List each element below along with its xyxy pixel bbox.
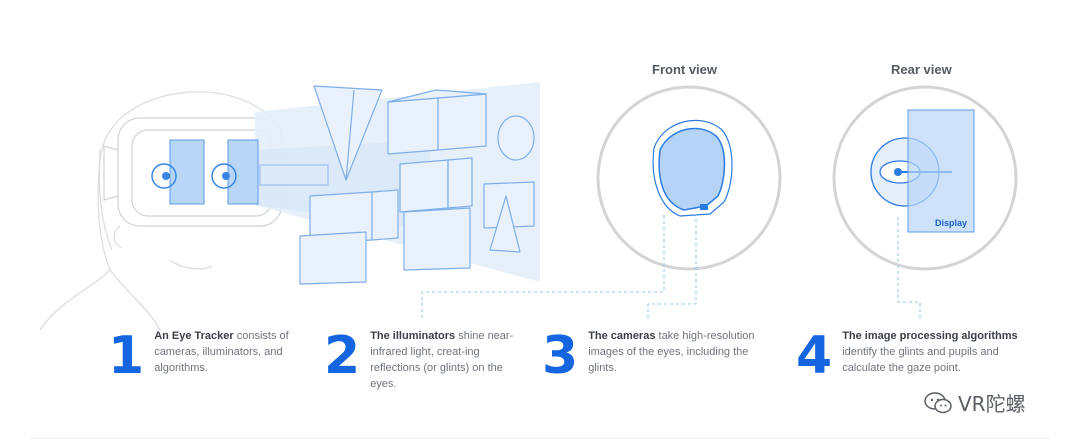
box-lower-left-front (299, 231, 367, 285)
head-outline (39, 91, 283, 331)
step-heading: The image processing algorithms (842, 330, 1018, 342)
rear-view-title: Rear view (891, 62, 952, 77)
step-number: 3 (542, 326, 579, 386)
box-right-front (483, 181, 535, 229)
pyramid (489, 195, 521, 253)
front-view-circle (596, 85, 782, 271)
watermark: VR陀螺 (924, 388, 1026, 417)
wide-box-top (387, 89, 487, 103)
step-body: consists of cameras, illuminators, and a… (154, 330, 289, 374)
step-number: 2 (324, 326, 361, 386)
wechat-icon (924, 391, 952, 413)
leader-lines (421, 212, 921, 318)
wide-box-front (387, 97, 439, 155)
left-eye-panel (151, 139, 205, 205)
box-lower-center (403, 207, 471, 271)
connector-bar (259, 164, 329, 186)
box-center-front (399, 159, 449, 213)
display-label: Display (935, 218, 968, 228)
watermark-text: VR陀螺 (958, 392, 1026, 416)
cone-inverted (313, 85, 383, 181)
step-4: 4 The image processing algorithms identi… (796, 328, 1036, 382)
cylinder (497, 115, 535, 161)
step-number: 4 (796, 326, 833, 386)
right-eye-panel (211, 139, 259, 205)
step-description: An Eye Tracker consists of cameras, illu… (154, 328, 298, 376)
front-view-title: Front view (652, 62, 718, 77)
step-heading: The illuminators (370, 330, 456, 342)
step-number: 1 (108, 326, 145, 386)
step-heading: The cameras (588, 330, 656, 342)
display-panel (907, 109, 975, 233)
step-2: 2 The illuminators shine near-infrared l… (324, 328, 514, 392)
box-center-side (447, 157, 473, 209)
step-description: The cameras take high-resolution images … (588, 328, 762, 376)
step-description: The illuminators shine near-infrared lig… (370, 328, 514, 392)
rear-view-circle (832, 85, 1018, 271)
step-heading: An Eye Tracker (154, 330, 234, 342)
step-description: The image processing algorithms identify… (842, 328, 1036, 376)
step-body: take high-resolution images of the eyes,… (588, 330, 755, 374)
step-body: shine near-infrared light, creat-ing ref… (370, 330, 514, 390)
geometric-shapes (299, 85, 535, 285)
box-mid-side (371, 189, 399, 241)
wide-box-side (437, 93, 487, 151)
step-3: 3 The cameras take high-resolution image… (542, 328, 762, 382)
step-body: identify the glints and pupils and calcu… (842, 346, 999, 374)
step-1: 1 An Eye Tracker consists of cameras, il… (108, 328, 298, 382)
